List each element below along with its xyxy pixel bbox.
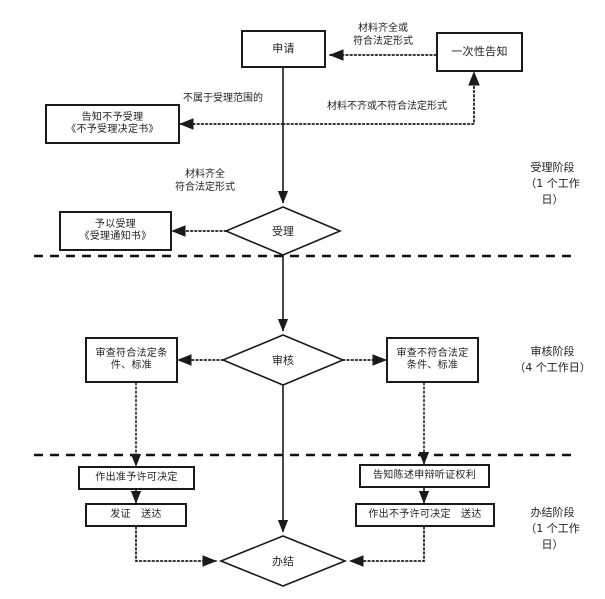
node-issue-deliver-label: 发证 送达 [110, 508, 162, 520]
accept-diamond [223, 206, 343, 256]
stage-label-review: 审核阶段 （4 个工作日） [505, 344, 600, 376]
edge-label-materials-incomplete: 材料不齐或不符合法定形式 [297, 100, 477, 113]
edge-label-materials-complete-legal: 材料齐全 符合法定形式 [155, 168, 255, 194]
stage-label-completion: 办结阶段 （1 个工作 日） [505, 505, 600, 553]
edge-nopermit-to-complete [349, 526, 425, 567]
node-review-conform-line2: 件、标准 [110, 360, 153, 371]
edge-apply-to-notice [282, 71, 480, 125]
stage-acceptance-duration-1: （1 个工作 [525, 176, 580, 190]
node-one-time-notice-label: 一次性告知 [451, 45, 508, 59]
edge-label-materials-complete-or-legal: 材料齐全或 符合法定形式 [330, 22, 436, 48]
node-grant-accept-line2: 《受理通知书》 [79, 231, 152, 242]
stage-acceptance-name: 受理阶段 [530, 161, 575, 174]
edge-label-out-of-scope: 不属于受理范围的 [168, 92, 278, 105]
node-notify-rights-label: 告知陈述申辩听证权利 [373, 469, 476, 481]
node-review-not-conform-line1: 审查不符合法定 [396, 347, 469, 359]
review-diamond [220, 334, 346, 386]
node-decide-no-permit[interactable]: 作出不予许可决定 送达 [355, 503, 495, 527]
node-apply[interactable]: 申请 [241, 30, 326, 68]
edge-label-mcl2-line2: 符合法定形式 [175, 182, 235, 193]
node-decide-permit[interactable]: 作出准予许可决定 [78, 466, 195, 490]
node-review-not-conform-line2: 条件、标准 [406, 360, 459, 371]
node-review-conform[interactable]: 审查符合法定条 件、标准 [85, 337, 178, 383]
node-grant-accept[interactable]: 予以受理 《受理通知书》 [59, 211, 172, 251]
node-apply-label: 申请 [272, 42, 295, 56]
edge-label-mi-line1: 材料不齐或不符合法定形式 [327, 101, 447, 112]
node-notify-reject-accept[interactable]: 告知不予受理 《不予受理决定书》 [45, 104, 180, 144]
node-issue-deliver[interactable]: 发证 送达 [85, 503, 187, 527]
stage-review-name: 审核阶段 [530, 345, 575, 358]
edge-label-mcl-line1: 材料齐全或 [358, 23, 408, 34]
node-decide-no-permit-label: 作出不予许可决定 送达 [368, 508, 482, 520]
node-grant-accept-line1: 予以受理 [94, 218, 137, 230]
node-notify-reject-accept-line1: 告知不予受理 [81, 111, 144, 123]
edge-label-mcl2-line1: 材料齐全 [185, 169, 225, 180]
edge-label-mcl-line2: 符合法定形式 [353, 36, 413, 47]
node-review-not-conform[interactable]: 审查不符合法定 条件、标准 [386, 337, 479, 383]
complete-diamond [218, 535, 348, 587]
node-notify-reject-accept-line2: 《不予受理决定书》 [66, 124, 159, 135]
node-notify-rights[interactable]: 告知陈述申辩听证权利 [359, 464, 490, 488]
stage-label-acceptance: 受理阶段 （1 个工作 日） [505, 160, 600, 208]
stage-completion-name: 办结阶段 [530, 506, 575, 519]
node-review-conform-line1: 审查符合法定条 [95, 347, 168, 359]
stage-completion-duration-2: 日） [541, 537, 564, 551]
stage-acceptance-duration-2: 日） [541, 192, 564, 206]
edge-issue-to-complete [135, 526, 217, 567]
stage-completion-duration-1: （1 个工作 [525, 521, 580, 535]
edge-label-oos-line1: 不属于受理范围的 [183, 93, 263, 104]
stage-review-duration-1: （4 个工作日） [514, 360, 591, 374]
node-decide-permit-label: 作出准予许可决定 [95, 471, 178, 483]
node-one-time-notice[interactable]: 一次性告知 [436, 32, 523, 72]
